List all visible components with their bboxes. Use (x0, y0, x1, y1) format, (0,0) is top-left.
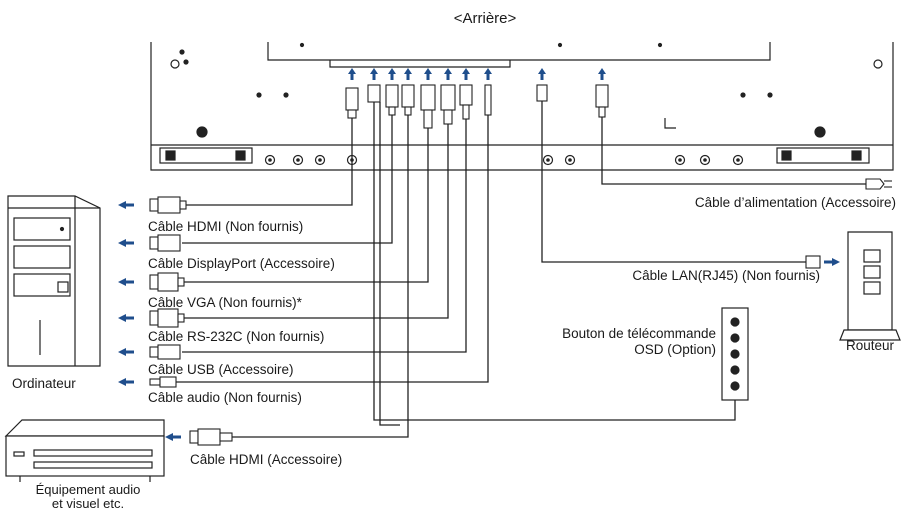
label-power: Câble d’alimentation (Accessoire) (694, 195, 896, 210)
label-hdmi-pc: Câble HDMI (Non fournis) (148, 219, 304, 234)
label-computer: Ordinateur (12, 376, 76, 391)
computer-tower (7, 195, 101, 367)
label-remote: Bouton de télécommande OSD (Option) (562, 326, 716, 357)
label-hdmi-av: Câble HDMI (Accessoire) (190, 452, 343, 467)
port-arrows (348, 68, 606, 80)
label-router: Routeur (846, 338, 895, 353)
label-lan: Câble LAN(RJ45) (Non fournis) (632, 268, 820, 283)
label-av-equipment: Équipement audio et visuel etc. (35, 482, 141, 511)
cable-lines (176, 101, 866, 438)
direction-arrows (118, 201, 840, 441)
router (839, 231, 901, 341)
av-equipment (4, 419, 165, 482)
diagram-title: <Arrière> (453, 10, 517, 27)
label-usb: Câble USB (Accessoire) (148, 362, 294, 377)
label-vga: Câble VGA (Non fournis)* (148, 295, 302, 310)
monitor-plugs (345, 84, 609, 129)
label-displayport: Câble DisplayPort (Accessoire) (148, 256, 335, 271)
label-audio: Câble audio (Non fournis) (148, 390, 302, 405)
monitor-rear (150, 42, 894, 171)
cable-end-plugs (149, 178, 892, 446)
osd-remote (721, 307, 749, 401)
monitor-screws (264, 154, 744, 166)
label-rs232c: Câble RS-232C (Non fournis) (148, 329, 325, 344)
